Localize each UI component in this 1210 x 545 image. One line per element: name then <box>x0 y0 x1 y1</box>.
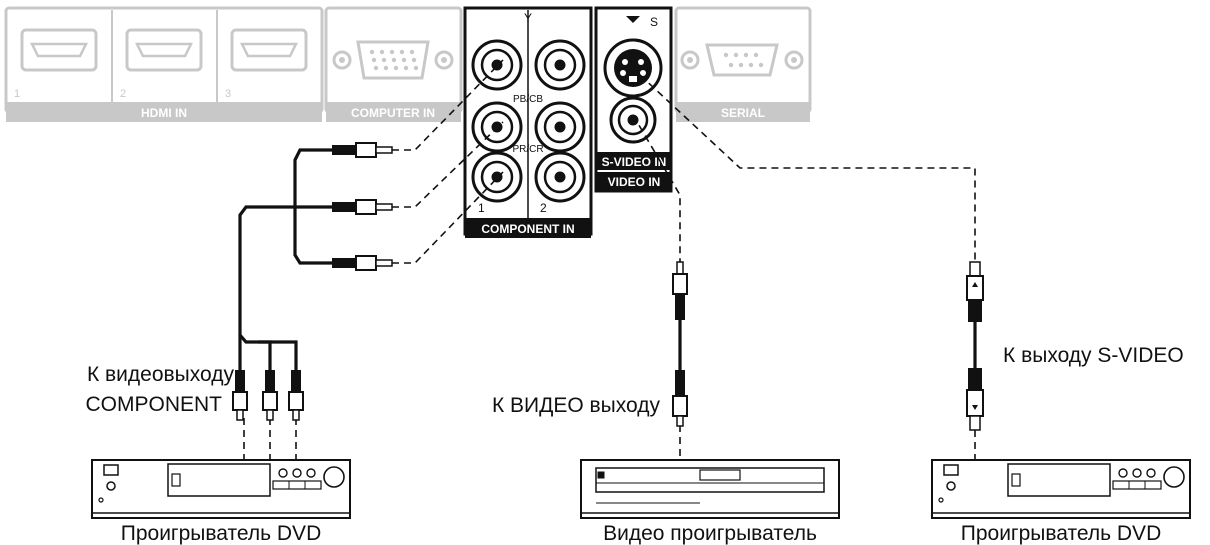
rca-plug-icon <box>232 370 248 421</box>
dvd-player-right <box>931 459 1191 519</box>
rca-plug-icon <box>262 370 278 421</box>
serial-port-icon <box>705 43 779 77</box>
rca-plug-icon <box>288 370 304 421</box>
hdmi-port-icon <box>125 28 203 72</box>
signal-lines <box>243 59 976 460</box>
computer-in-label: COMPUTER IN <box>351 106 435 120</box>
component-pb-label: PB/CB <box>513 94 543 105</box>
vga-port-icon <box>356 40 430 80</box>
hdmi-port-icon <box>20 28 98 72</box>
rca-plug-icon <box>672 261 688 320</box>
dvd-player-left <box>91 459 351 519</box>
component-in-panel: Y PB/CB PR/CR 1 2 COMPONENT IN <box>463 6 593 238</box>
svideo-plug-icon <box>966 261 984 322</box>
svideo-mark: S <box>650 15 658 29</box>
computer-in-panel: COMPUTER IN <box>324 6 463 122</box>
rca-jack-icon <box>471 101 523 153</box>
svideo-plug-icon <box>966 368 984 431</box>
triangle-down-icon <box>626 16 640 23</box>
hdmi-in-panel: 1 2 3 HDMI IN <box>4 6 324 122</box>
component-column-2: 2 <box>540 201 547 215</box>
device-label-dvd-right: Проигрыватель DVD <box>961 522 1161 545</box>
hdmi-port-number: 1 <box>14 88 20 100</box>
rca-jack-icon <box>534 39 586 91</box>
device-label-dvd-left: Проигрыватель DVD <box>121 522 321 545</box>
rca-jack-icon <box>534 151 586 203</box>
video-in-label: VIDEO IN <box>608 175 661 189</box>
rca-plug-icon <box>332 199 393 215</box>
component-column-1: 1 <box>478 201 485 215</box>
component-in-label: COMPONENT IN <box>481 222 574 236</box>
component-cable <box>232 142 393 421</box>
device-label-vcr: Видео проигрыватель <box>603 522 817 545</box>
video-cable <box>672 261 688 427</box>
component-output-label: К видеовыходу <box>87 363 235 386</box>
rca-plug-icon <box>332 255 393 271</box>
rca-jack-icon <box>609 96 657 144</box>
svideo-video-panel: S S-VIDEO IN VIDEO IN <box>594 6 673 193</box>
component-y-label: Y <box>524 11 532 25</box>
rca-plug-icon <box>332 142 393 158</box>
video-output-label: К ВИДЕО выходу <box>492 394 661 417</box>
hdmi-port-number: 2 <box>120 88 126 100</box>
rca-jack-icon <box>534 101 586 153</box>
component-output-label-2: COMPONENT <box>86 393 223 416</box>
hdmi-port-number: 3 <box>225 88 231 100</box>
rca-plug-icon <box>672 370 688 427</box>
svideo-in-label: S-VIDEO IN <box>602 155 667 169</box>
svideo-cable <box>966 261 984 431</box>
hdmi-port-icon <box>230 28 308 72</box>
serial-label: SERIAL <box>721 106 765 120</box>
hdmi-in-label: HDMI IN <box>141 106 187 120</box>
svideo-output-label: К выходу S-VIDEO <box>1003 344 1184 367</box>
vcr-device <box>580 459 840 519</box>
serial-panel: SERIAL <box>674 6 812 122</box>
component-pr-label: PR/CR <box>512 144 543 155</box>
